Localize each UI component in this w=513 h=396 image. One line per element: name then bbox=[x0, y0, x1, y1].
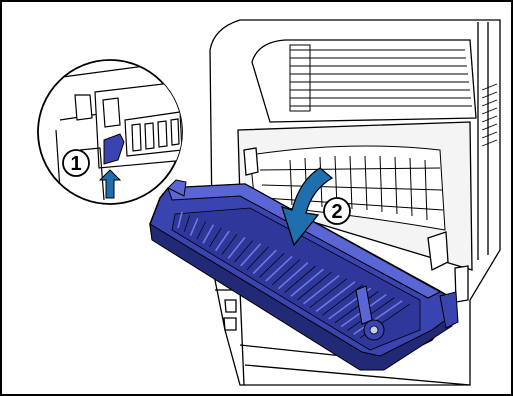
step-2-number: 2 bbox=[331, 201, 342, 223]
step-1-badge: 1 bbox=[63, 150, 89, 176]
step-2-badge: 2 bbox=[324, 198, 350, 224]
cover-gear bbox=[364, 320, 384, 340]
step-1-number: 1 bbox=[70, 153, 81, 175]
